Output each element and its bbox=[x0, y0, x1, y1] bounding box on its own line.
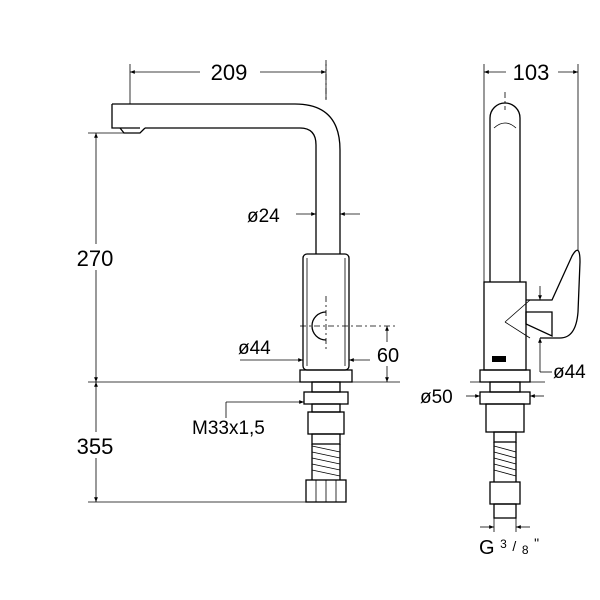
side-spout-outline bbox=[489, 102, 521, 282]
thread-label: M33x1,5 bbox=[192, 418, 265, 439]
dimension-body-diameter: ø44 bbox=[238, 338, 370, 362]
dimension-hose-connection: G 3 / 8 " bbox=[479, 518, 539, 559]
side-body-diameter-label: ø44 bbox=[553, 362, 586, 383]
side-depth-label: 103 bbox=[513, 60, 550, 85]
body-diameter-label: ø44 bbox=[238, 338, 271, 359]
dimension-side-depth: 103 bbox=[483, 60, 579, 282]
dimension-side-body-diameter: ø44 bbox=[538, 286, 586, 383]
side-view bbox=[470, 92, 581, 519]
dimension-height-below-deck: 355 bbox=[66, 382, 126, 502]
dimension-spout-reach: 209 bbox=[129, 60, 327, 104]
dimension-thread: M33x1,5 bbox=[192, 400, 304, 439]
hose-connection-slash: / bbox=[512, 538, 516, 554]
hose-connection-sup: 3 bbox=[500, 537, 507, 551]
hose-connection-main: G bbox=[479, 537, 495, 559]
spout-outline bbox=[111, 103, 341, 254]
dimension-spout-diameter: ø24 bbox=[247, 206, 360, 227]
hose-connection-sub: 8 bbox=[522, 543, 529, 557]
lever-arc bbox=[311, 311, 327, 341]
dimension-height-above-deck: 270 bbox=[66, 132, 140, 382]
front-view bbox=[88, 60, 400, 503]
height-below-deck-label: 355 bbox=[77, 434, 114, 459]
brand-mark bbox=[492, 356, 506, 362]
height-above-deck-label: 270 bbox=[77, 246, 114, 271]
deck-hole-diameter-label: ø50 bbox=[420, 387, 453, 408]
hose-connection-mark: " bbox=[534, 535, 539, 551]
base-ring bbox=[299, 369, 353, 383]
aerator bbox=[119, 127, 146, 134]
dimension-deck-hole-diameter: ø50 bbox=[420, 387, 544, 408]
side-lever bbox=[525, 249, 581, 339]
svg-text:G 3 / 8: G 3 / 8 " bbox=[479, 531, 539, 559]
mounting-shank bbox=[303, 381, 349, 503]
body-height-label: 60 bbox=[377, 345, 399, 367]
dimension-body-height: 60 bbox=[370, 326, 404, 382]
spout-reach-label: 209 bbox=[211, 60, 248, 85]
spout-diameter-label: ø24 bbox=[247, 206, 280, 227]
